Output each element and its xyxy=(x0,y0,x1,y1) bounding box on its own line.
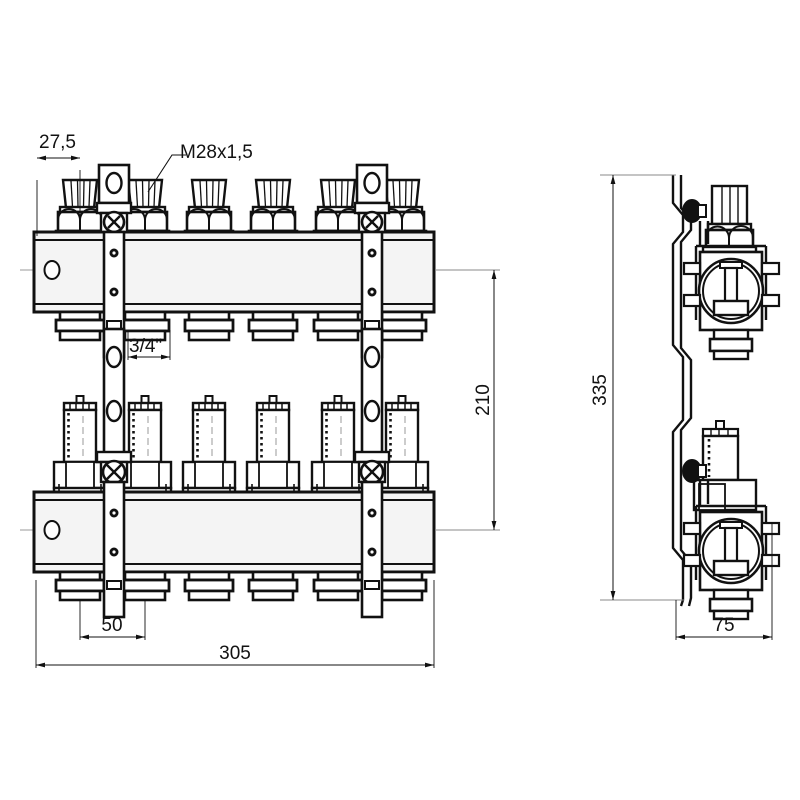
dimension-335: 335 xyxy=(590,174,684,601)
callout-label-m28: M28x1,5 xyxy=(180,142,253,163)
flow-meter[interactable] xyxy=(245,394,301,495)
flow-meter[interactable] xyxy=(181,394,237,495)
outlet-nipple xyxy=(119,570,171,602)
mounting-bracket-left xyxy=(95,163,133,619)
flow-meter[interactable] xyxy=(52,394,108,495)
dimension-label-305: 305 xyxy=(219,643,251,664)
outlet-nipple xyxy=(376,570,428,602)
dimension-three-quarter: 3/4" xyxy=(127,330,171,360)
outlet-nipple xyxy=(312,310,364,342)
dimension-210: 210 xyxy=(436,269,500,531)
dimension-27-5: 27,5 xyxy=(36,132,81,236)
outlet-nipple xyxy=(183,310,235,342)
side-view xyxy=(671,175,781,621)
dimension-305: 305 xyxy=(35,580,435,668)
dimension-label-335: 335 xyxy=(590,374,611,406)
callout-m28: M28x1,5 xyxy=(147,142,253,193)
dimension-50: 50 xyxy=(79,600,146,640)
side-lower-unit xyxy=(682,420,781,621)
dimension-label-27-5: 27,5 xyxy=(39,132,76,153)
outlet-nipple xyxy=(247,310,299,342)
dimension-label-50: 50 xyxy=(101,615,122,636)
dimension-label-75: 75 xyxy=(713,615,734,636)
outlet-nipple xyxy=(183,570,235,602)
front-view xyxy=(20,163,500,619)
outlet-nipple xyxy=(312,570,364,602)
side-mount-rail xyxy=(671,175,693,607)
valve-cap[interactable] xyxy=(183,178,235,238)
dimension-label-three-quarter: 3/4" xyxy=(129,336,162,357)
outlet-nipple xyxy=(247,570,299,602)
mounting-bracket-right xyxy=(353,163,391,619)
side-upper-unit xyxy=(682,184,781,361)
outlet-nipple xyxy=(376,310,428,342)
dimension-label-210: 210 xyxy=(473,384,494,416)
flow-meter[interactable] xyxy=(310,394,366,495)
outlet-nipple xyxy=(54,570,106,602)
outlet-nipple xyxy=(54,310,106,342)
dimension-75: 75 xyxy=(675,522,773,640)
valve-cap[interactable] xyxy=(247,178,299,238)
